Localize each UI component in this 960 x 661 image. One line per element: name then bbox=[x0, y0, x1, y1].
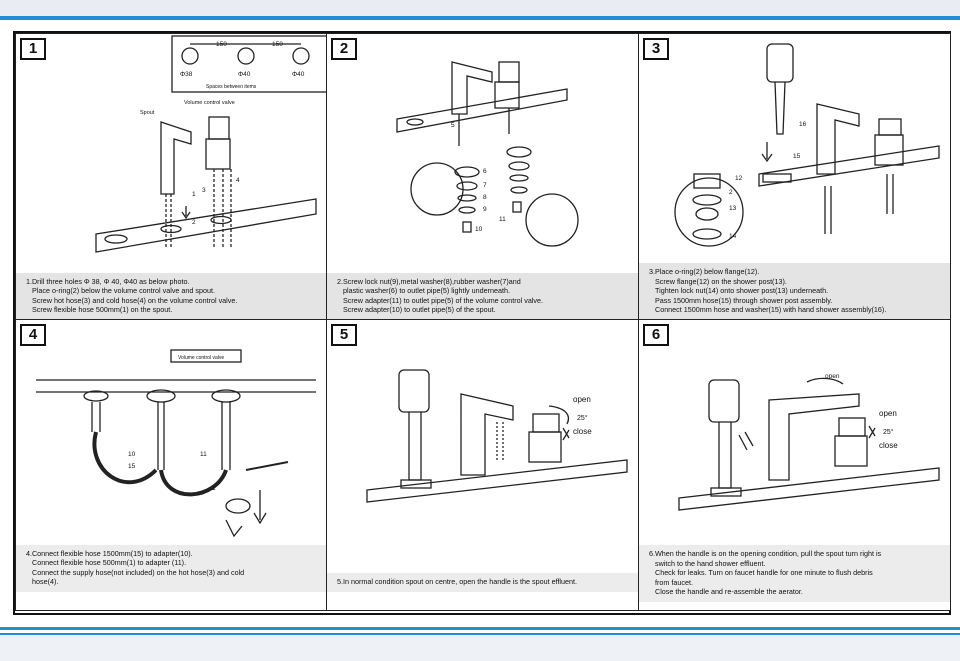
step-3-illustration: 16 15 12 2 13 14 bbox=[674, 43, 940, 247]
panel-2: 2 5 6 7 8 9 10 11 2.Sc bbox=[326, 33, 640, 321]
inset-note: Spaces between items bbox=[206, 84, 257, 90]
callout-1: 1 bbox=[192, 191, 196, 198]
callout-16: 16 bbox=[799, 121, 807, 128]
callout-1: 1 bbox=[212, 485, 216, 492]
callout-2: 2 bbox=[729, 189, 733, 196]
callout-10: 10 bbox=[128, 451, 136, 458]
callout-2: 2 bbox=[192, 219, 196, 226]
label-open-top: open bbox=[825, 373, 840, 380]
step-number: 4 bbox=[20, 324, 46, 346]
step-2-illustration: 5 6 7 8 9 10 11 bbox=[396, 61, 579, 247]
callout-15: 15 bbox=[793, 153, 801, 160]
step-caption: 2.Screw lock nut(9),metal washer(8),rubb… bbox=[327, 272, 639, 320]
step-6-illustration: open open 25° close bbox=[678, 373, 940, 511]
step-caption: 6.When the handle is on the opening cond… bbox=[639, 545, 950, 602]
step-number: 3 bbox=[643, 38, 669, 60]
inset-hole-1: Φ38 bbox=[180, 71, 193, 78]
label-spout: Spout bbox=[140, 110, 155, 116]
label-valve: Volume control valve bbox=[184, 100, 235, 106]
callout-8: 8 bbox=[483, 194, 487, 201]
step-5-illustration: open 25° close bbox=[366, 369, 628, 503]
callout-3: 3 bbox=[202, 187, 206, 194]
panel-5: 5 open 25° close 5.In normal condition s… bbox=[326, 319, 640, 611]
callout-4: 4 bbox=[236, 177, 240, 184]
label-close: close bbox=[879, 441, 898, 450]
callout-13: 13 bbox=[729, 205, 737, 212]
inset-hole-2: Φ40 bbox=[238, 71, 251, 78]
inset-hole-3: Φ40 bbox=[292, 71, 305, 78]
callout-11: 11 bbox=[499, 216, 506, 223]
callout-12: 12 bbox=[735, 175, 743, 182]
label-angle: 25° bbox=[577, 414, 588, 422]
top-band bbox=[0, 0, 960, 16]
step-4-illustration: Volume control valve 10 15 11 1 bbox=[36, 349, 316, 538]
step-number: 6 bbox=[643, 324, 669, 346]
callout-5: 5 bbox=[451, 122, 455, 129]
callout-9: 9 bbox=[483, 206, 487, 213]
callout-15: 15 bbox=[128, 463, 136, 470]
instruction-sheet: 1 bbox=[13, 31, 951, 615]
panel-1: 1 bbox=[15, 33, 328, 321]
step-number: 2 bbox=[331, 38, 357, 60]
bottom-rule-thin bbox=[0, 633, 960, 635]
label-valve: Volume control valve bbox=[178, 355, 224, 361]
step-number: 5 bbox=[331, 324, 357, 346]
step-1-illustration: 150 150 Φ38 Φ40 Φ40 Spaces between items… bbox=[95, 35, 327, 253]
step-caption: 4.Connect flexible hose 1500mm(15) to ad… bbox=[16, 544, 327, 592]
callout-14: 14 bbox=[729, 233, 737, 240]
callout-10: 10 bbox=[475, 226, 483, 233]
callout-11: 11 bbox=[200, 451, 207, 458]
callout-6: 6 bbox=[483, 168, 487, 175]
panel-6: 6 open open 25° close 6.When the handle … bbox=[638, 319, 951, 611]
step-caption: 1.Drill three holes Φ 38, Φ 40, Φ40 as b… bbox=[16, 272, 327, 320]
callout-7: 7 bbox=[483, 182, 487, 189]
step-number: 1 bbox=[20, 38, 46, 60]
label-open: open bbox=[573, 395, 591, 404]
label-angle: 25° bbox=[883, 428, 894, 436]
step-caption: 5.In normal condition spout on centre, o… bbox=[327, 573, 639, 592]
inset-dimension-2: 150 bbox=[272, 41, 283, 48]
inset-dimension-1: 150 bbox=[216, 41, 227, 48]
panel-3: 3 16 15 12 2 13 14 bbox=[638, 33, 951, 321]
panel-4: 4 Volume control valve 10 15 11 1 bbox=[15, 319, 328, 611]
top-rule bbox=[0, 16, 960, 20]
bottom-band bbox=[0, 636, 960, 661]
label-open: open bbox=[879, 409, 897, 418]
step-caption: 3.Place o-ring(2) below flange(12). Scre… bbox=[639, 263, 950, 320]
bottom-rule bbox=[0, 627, 960, 630]
label-close: close bbox=[573, 427, 592, 436]
